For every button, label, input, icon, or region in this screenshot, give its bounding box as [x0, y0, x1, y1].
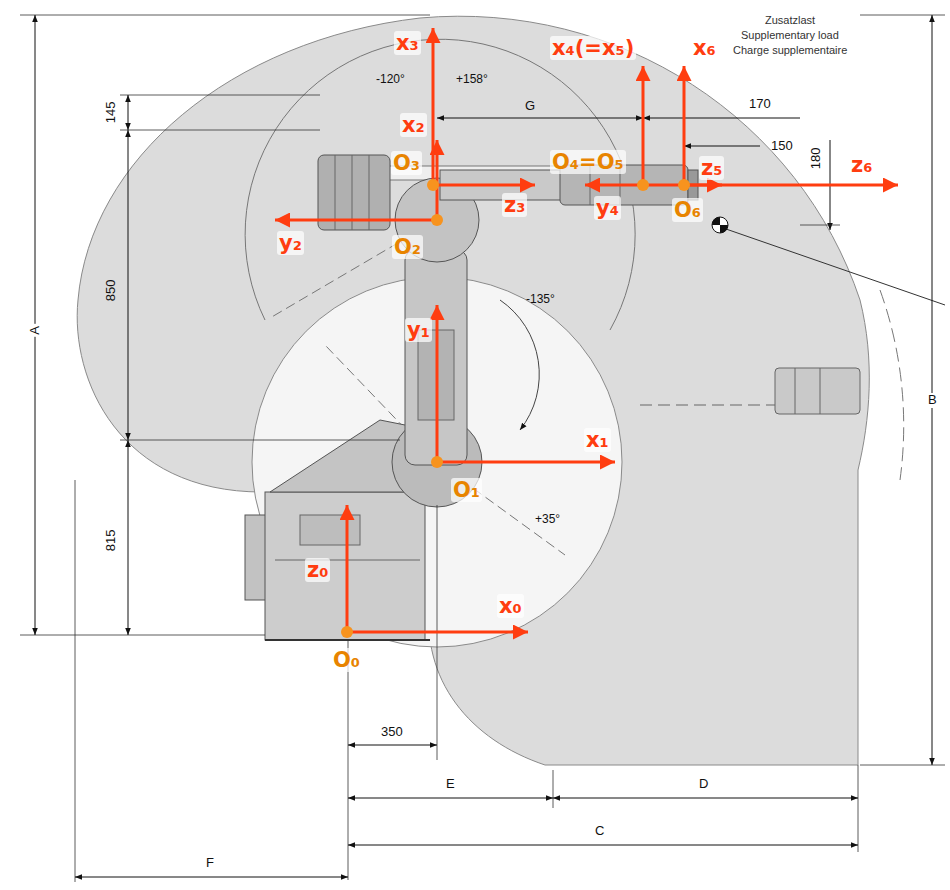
- angle-label: -135°: [526, 293, 555, 307]
- axis-label: x₃: [394, 31, 421, 55]
- note-text: Zusatzlast: [765, 14, 815, 27]
- origin-label: O₄=O₅: [550, 150, 626, 174]
- axis-label: z₃: [502, 193, 527, 217]
- dimension-label: G: [525, 99, 535, 114]
- dimension-label: 815: [104, 530, 119, 552]
- dimension-label: D: [699, 777, 708, 792]
- dimension-label: 850: [104, 280, 119, 302]
- axis-label: x₄(=x₅): [550, 36, 636, 60]
- dimension-label: A: [28, 324, 43, 337]
- angle-label: +158°: [456, 73, 488, 87]
- axis-label: x₂: [400, 113, 427, 137]
- axis-label: y₄: [594, 196, 621, 220]
- note-text: Charge supplementaire: [733, 44, 847, 57]
- dimension-label: C: [595, 824, 604, 839]
- origin-label: O₁: [451, 478, 482, 502]
- axis-label: x₁: [584, 428, 611, 452]
- origin-label: O₂: [392, 235, 423, 259]
- dimension-label: 350: [381, 725, 403, 740]
- angle-label: +35°: [535, 513, 560, 527]
- axis-label: z₀: [305, 558, 330, 582]
- axis-label: y₁: [405, 318, 432, 342]
- axis-label: x₆: [691, 36, 718, 60]
- axis-label: x₀: [497, 594, 524, 618]
- dimension-label: 145: [104, 102, 119, 124]
- origin-label: O₆: [672, 198, 703, 222]
- origin-label: O₀: [331, 648, 362, 672]
- axis-label: y₂: [277, 231, 304, 255]
- dimension-label: 170: [749, 97, 771, 112]
- note-text: Supplementary load: [741, 29, 839, 42]
- axis-label: z₆: [849, 153, 874, 177]
- dimension-label: F: [206, 856, 214, 871]
- origin-label: O₃: [391, 151, 422, 175]
- dimension-label: 180: [809, 148, 824, 170]
- dimension-label: E: [446, 777, 455, 792]
- dimension-label: 150: [771, 139, 793, 154]
- dimension-label: B: [926, 393, 939, 408]
- axis-label: z₅: [699, 156, 724, 180]
- angle-label: -120°: [376, 73, 405, 87]
